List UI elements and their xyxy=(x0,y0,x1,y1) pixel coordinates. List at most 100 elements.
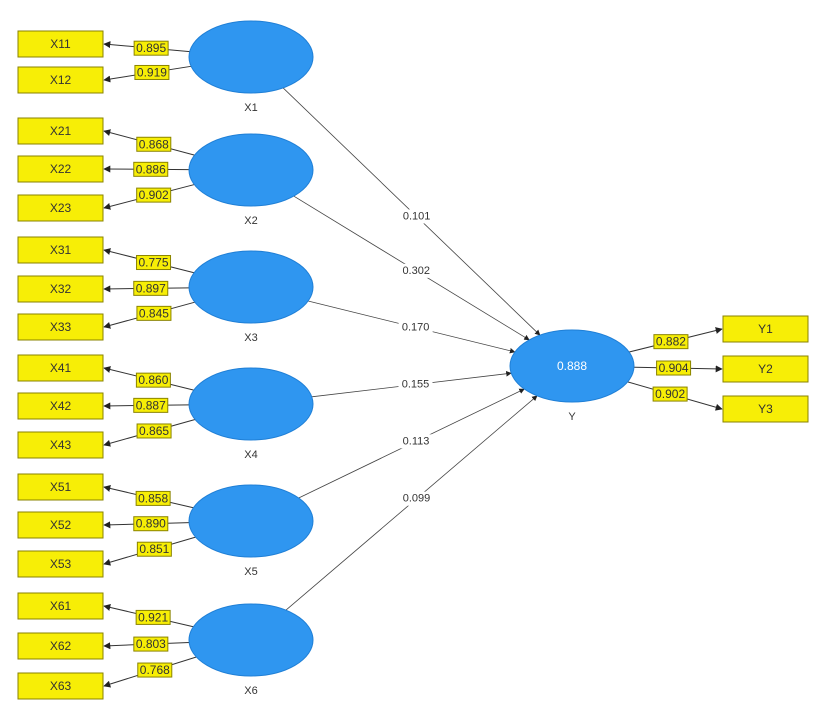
indicator-box[interactable] xyxy=(722,395,809,423)
loading-value: 0.897 xyxy=(136,281,166,295)
path-coefficient-bg xyxy=(398,320,433,335)
construct-x4[interactable]: X4 xyxy=(188,367,314,461)
construct-y[interactable]: Y0.888 xyxy=(509,329,635,423)
indicator-box[interactable] xyxy=(17,672,104,700)
path-coefficient-bg xyxy=(399,434,434,449)
construct-ellipse[interactable] xyxy=(188,20,314,94)
indicator-label: X51 xyxy=(50,480,72,494)
path-x5-to-y: 0.113 xyxy=(298,388,525,499)
indicator-box[interactable] xyxy=(17,592,104,620)
path-coefficient: 0.101 xyxy=(403,210,431,222)
loading-value-bg xyxy=(136,187,172,203)
construct-label: X6 xyxy=(244,685,257,697)
indicator-box[interactable] xyxy=(17,473,104,501)
indicator-box[interactable] xyxy=(17,275,104,303)
loading-value-bg xyxy=(135,372,171,388)
indicator-box[interactable] xyxy=(17,236,104,264)
path-x1-to-y: 0.101 xyxy=(282,87,541,336)
indicator-box[interactable] xyxy=(17,155,104,183)
loading-value: 0.845 xyxy=(139,306,169,320)
construct-x2[interactable]: X2 xyxy=(188,133,314,227)
loading-value: 0.803 xyxy=(136,637,166,651)
loading-value: 0.882 xyxy=(656,335,686,349)
indicator-box[interactable] xyxy=(17,66,104,94)
loading-value-bg xyxy=(136,255,172,271)
indicator-box[interactable] xyxy=(17,354,104,382)
construct-ellipse[interactable] xyxy=(188,484,314,558)
indicator-box[interactable] xyxy=(17,194,104,222)
loading-value-bg xyxy=(133,40,169,56)
construct-x1[interactable]: X1 xyxy=(188,20,314,114)
indicator-box[interactable] xyxy=(17,550,104,578)
path-x4-to-y: 0.155 xyxy=(311,371,512,398)
indicator-box[interactable] xyxy=(17,313,104,341)
path-coefficient: 0.113 xyxy=(403,435,430,447)
construct-label: Y xyxy=(568,411,576,423)
construct-x5[interactable]: X5 xyxy=(188,484,314,578)
loading-value-bg xyxy=(136,136,172,152)
indicator-label: X62 xyxy=(50,639,72,653)
indicator-x52[interactable]: 0.890 X52 xyxy=(17,511,190,539)
indicator-label: X63 xyxy=(50,679,72,693)
loading-value: 0.895 xyxy=(136,41,166,55)
loading-value: 0.887 xyxy=(136,398,166,412)
indicator-x32[interactable]: 0.897 X32 xyxy=(17,275,190,303)
construct-ellipse[interactable] xyxy=(188,133,314,207)
construct-ellipse[interactable] xyxy=(188,367,314,441)
construct-x3[interactable]: X3 xyxy=(188,250,314,344)
loading-value-bg xyxy=(656,360,692,376)
indicator-label: Y3 xyxy=(758,402,773,416)
path-x6-to-y: 0.099 xyxy=(285,395,538,611)
indicator-box[interactable] xyxy=(17,431,104,459)
indicator-box[interactable] xyxy=(17,511,104,539)
indicator-box[interactable] xyxy=(17,30,104,58)
path-coefficient-bg xyxy=(399,263,434,278)
loading-value-bg xyxy=(134,64,170,80)
path-x3-to-y: 0.170 xyxy=(307,300,516,354)
loading-value-bg xyxy=(136,541,172,557)
construct-x6[interactable]: X6 xyxy=(188,603,314,697)
indicator-label: X32 xyxy=(50,282,72,296)
loading-value-bg xyxy=(136,305,172,321)
indicator-box[interactable] xyxy=(722,315,809,343)
loading-value: 0.902 xyxy=(655,387,685,401)
path-coefficient: 0.155 xyxy=(402,379,430,391)
indicator-label: X33 xyxy=(50,320,72,334)
loading-value-bg xyxy=(135,490,171,506)
indicator-label: X52 xyxy=(50,518,72,532)
indicator-box[interactable] xyxy=(722,355,809,383)
loading-value: 0.904 xyxy=(659,361,689,375)
indicator-x62[interactable]: 0.803 X62 xyxy=(17,632,190,660)
loading-value-bg xyxy=(652,386,688,402)
indicator-label: X21 xyxy=(50,124,72,138)
indicator-box[interactable] xyxy=(17,117,104,145)
indicator-box[interactable] xyxy=(17,632,104,660)
path-coefficient: 0.170 xyxy=(402,322,430,334)
construct-ellipse[interactable] xyxy=(188,603,314,677)
loading-value: 0.890 xyxy=(136,517,166,531)
construct-ellipse[interactable] xyxy=(509,329,635,403)
construct-ellipse[interactable] xyxy=(188,250,314,324)
loading-value: 0.768 xyxy=(140,663,170,677)
indicator-box[interactable] xyxy=(17,392,104,420)
